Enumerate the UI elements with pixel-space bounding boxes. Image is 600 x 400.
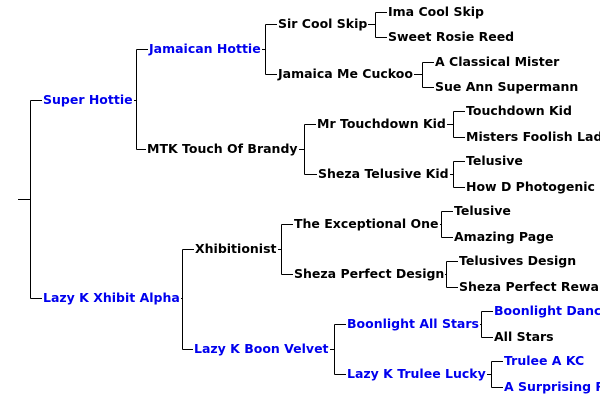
pedigree-node-dsdd: Sheza Perfect Reward [458,279,600,295]
pedigree-node-dam-sire: Xhibitionist [194,241,278,257]
pedigree-node-sire[interactable]: Super Hottie [42,92,134,108]
pedigree-node-dsd: Sheza Perfect Design [293,266,446,282]
pedigree-node-ssd: Jamaica Me Cuckoo [277,66,414,82]
pedigree-node-ssdd: Sue Ann Supermann [434,79,580,95]
pedigree-node-dsds: Telusives Design [458,253,578,269]
pedigree-node-ssds: A Classical Mister [434,54,561,70]
pedigree-node-ddds[interactable]: Trulee A KC [503,353,586,369]
pedigree-node-sdsd: Misters Foolish Lady [465,129,600,145]
pedigree-node-dam-dam[interactable]: Lazy K Boon Velvet [193,341,330,357]
pedigree-node-sire-sire[interactable]: Jamaican Hottie [148,41,262,57]
pedigree-node-dsss: Telusive [453,203,512,219]
pedigree-node-sire-dam: MTK Touch Of Brandy [146,141,299,157]
pedigree-node-sddd: How D Photogenic [465,179,596,195]
pedigree-node-ddss[interactable]: Boonlight Dance [493,303,600,319]
pedigree-node-dssd: Amazing Page [453,229,555,245]
pedigree-node-dds[interactable]: Boonlight All Stars [346,316,480,332]
pedigree-node-dam[interactable]: Lazy K Xhibit Alpha [42,290,181,306]
pedigree-node-ddsd: All Stars [493,329,555,345]
pedigree-node-ddd[interactable]: Lazy K Trulee Lucky [346,366,487,382]
pedigree-node-dss: The Exceptional One [293,216,440,232]
pedigree-node-dddd[interactable]: A Surprising R [503,379,600,395]
pedigree-node-sssd: Sweet Rosie Reed [387,29,516,45]
pedigree-node-sdd: Sheza Telusive Kid [317,166,450,182]
pedigree-node-sds: Mr Touchdown Kid [316,116,447,132]
pedigree-node-sss: Sir Cool Skip [277,16,369,32]
pedigree-node-sdss: Touchdown Kid [465,103,573,119]
pedigree-node-ssss: Ima Cool Skip [387,4,485,20]
pedigree-node-sdds: Telusive [465,153,524,169]
